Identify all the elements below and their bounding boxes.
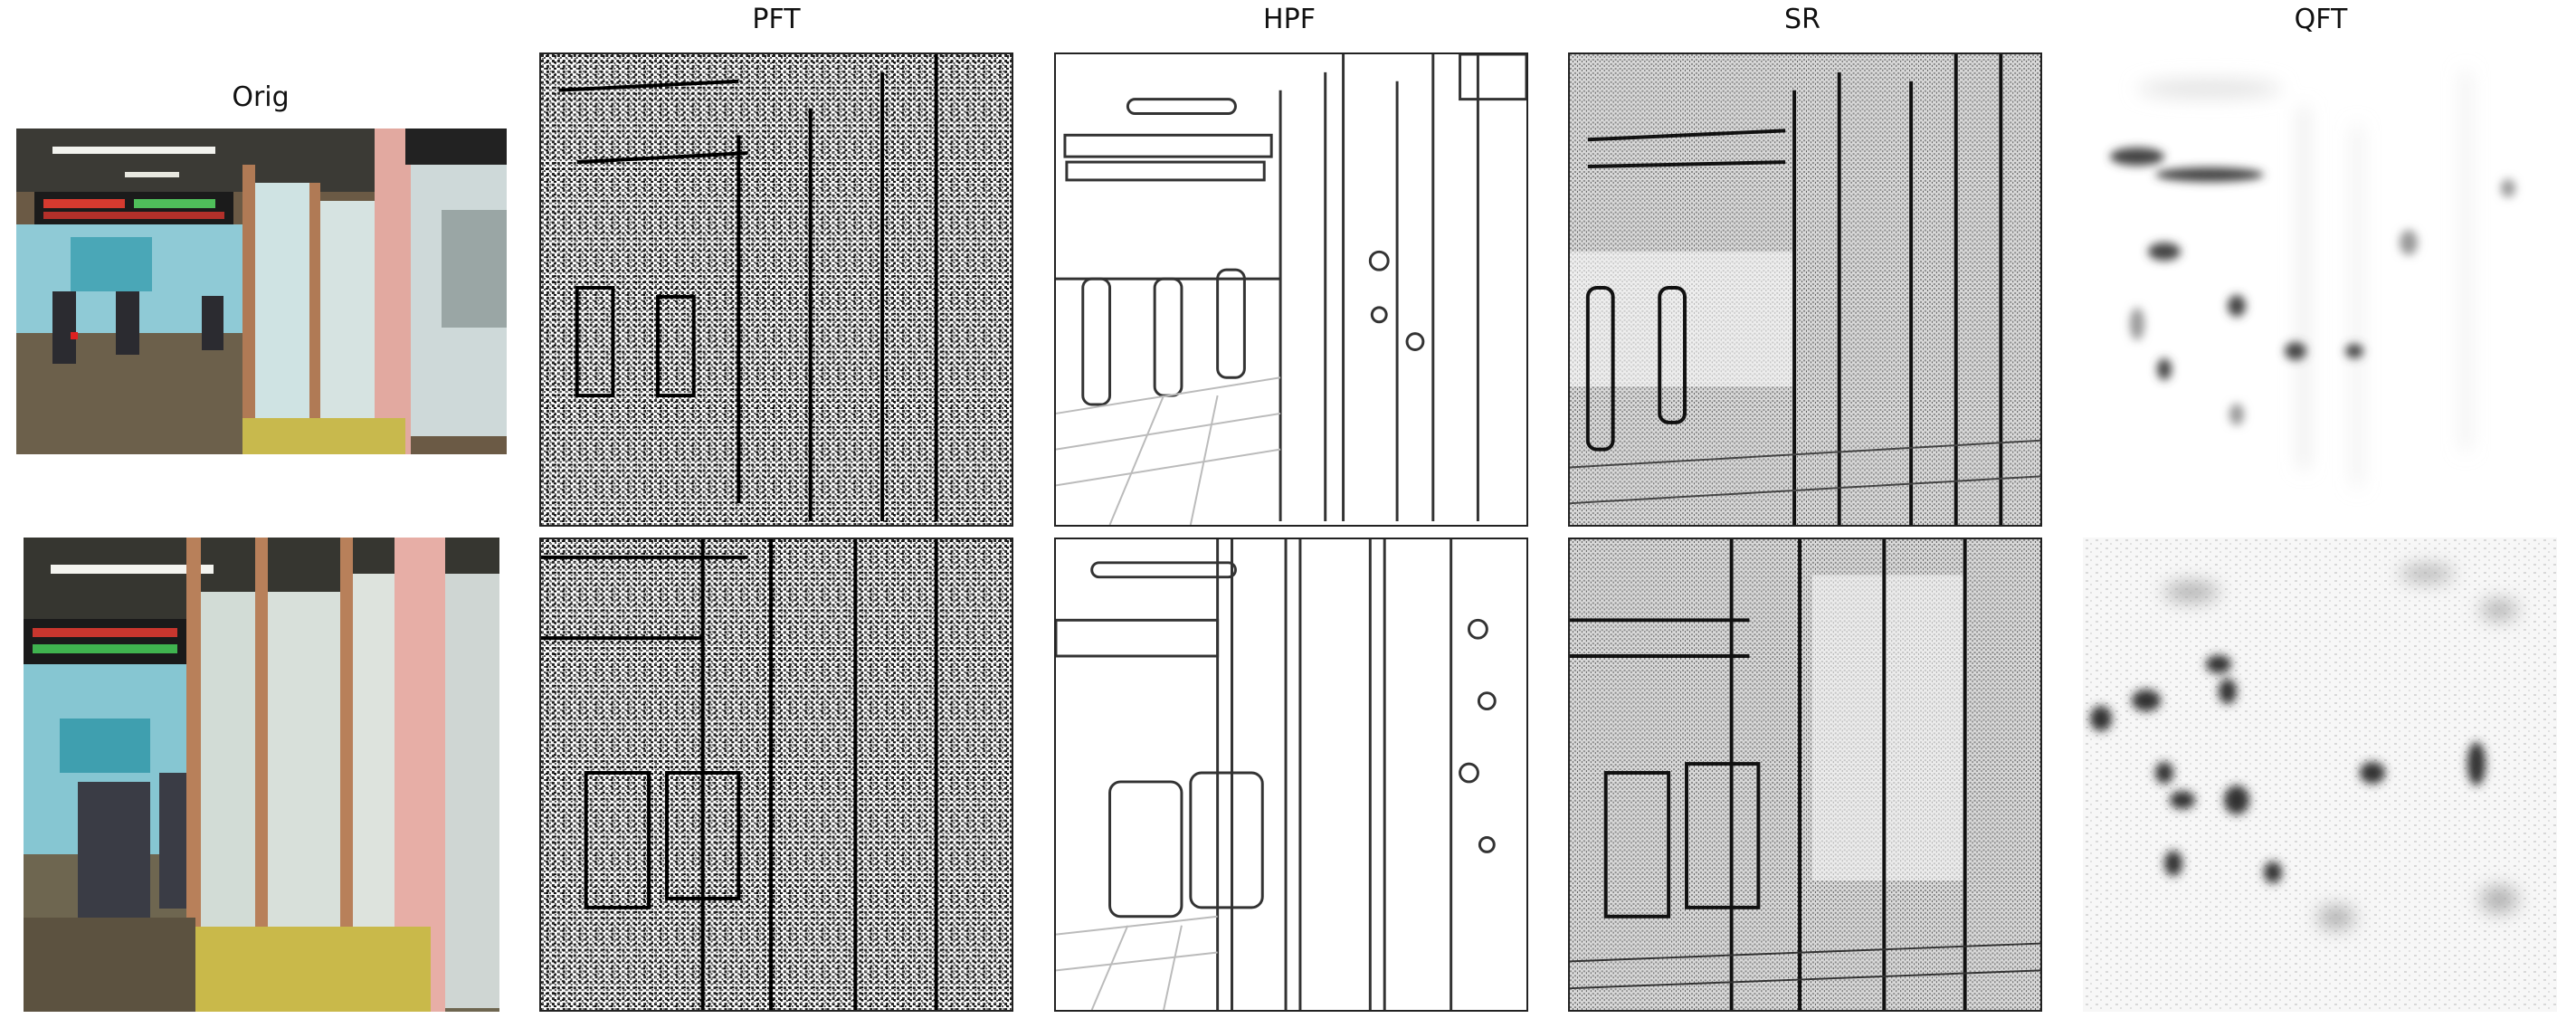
column-title-pft: PFT	[752, 4, 801, 35]
sr-map-row2	[1568, 538, 2042, 1012]
column-title-orig: Orig	[232, 81, 290, 113]
column-title-sr: SR	[1784, 4, 1820, 35]
orig-photo-row2	[24, 538, 499, 1012]
pft-map-row1	[539, 52, 1013, 527]
column-title-qft: QFT	[2294, 4, 2348, 35]
hpf-map-row1	[1054, 52, 1528, 527]
sr-map-row1	[1568, 52, 2042, 527]
orig-photo-row1	[16, 128, 507, 454]
column-title-hpf: HPF	[1263, 4, 1316, 35]
qft-map-row1	[2083, 52, 2557, 527]
hpf-map-row2	[1054, 538, 1528, 1012]
qft-map-row2	[2083, 538, 2557, 1012]
pft-map-row2	[539, 538, 1013, 1012]
